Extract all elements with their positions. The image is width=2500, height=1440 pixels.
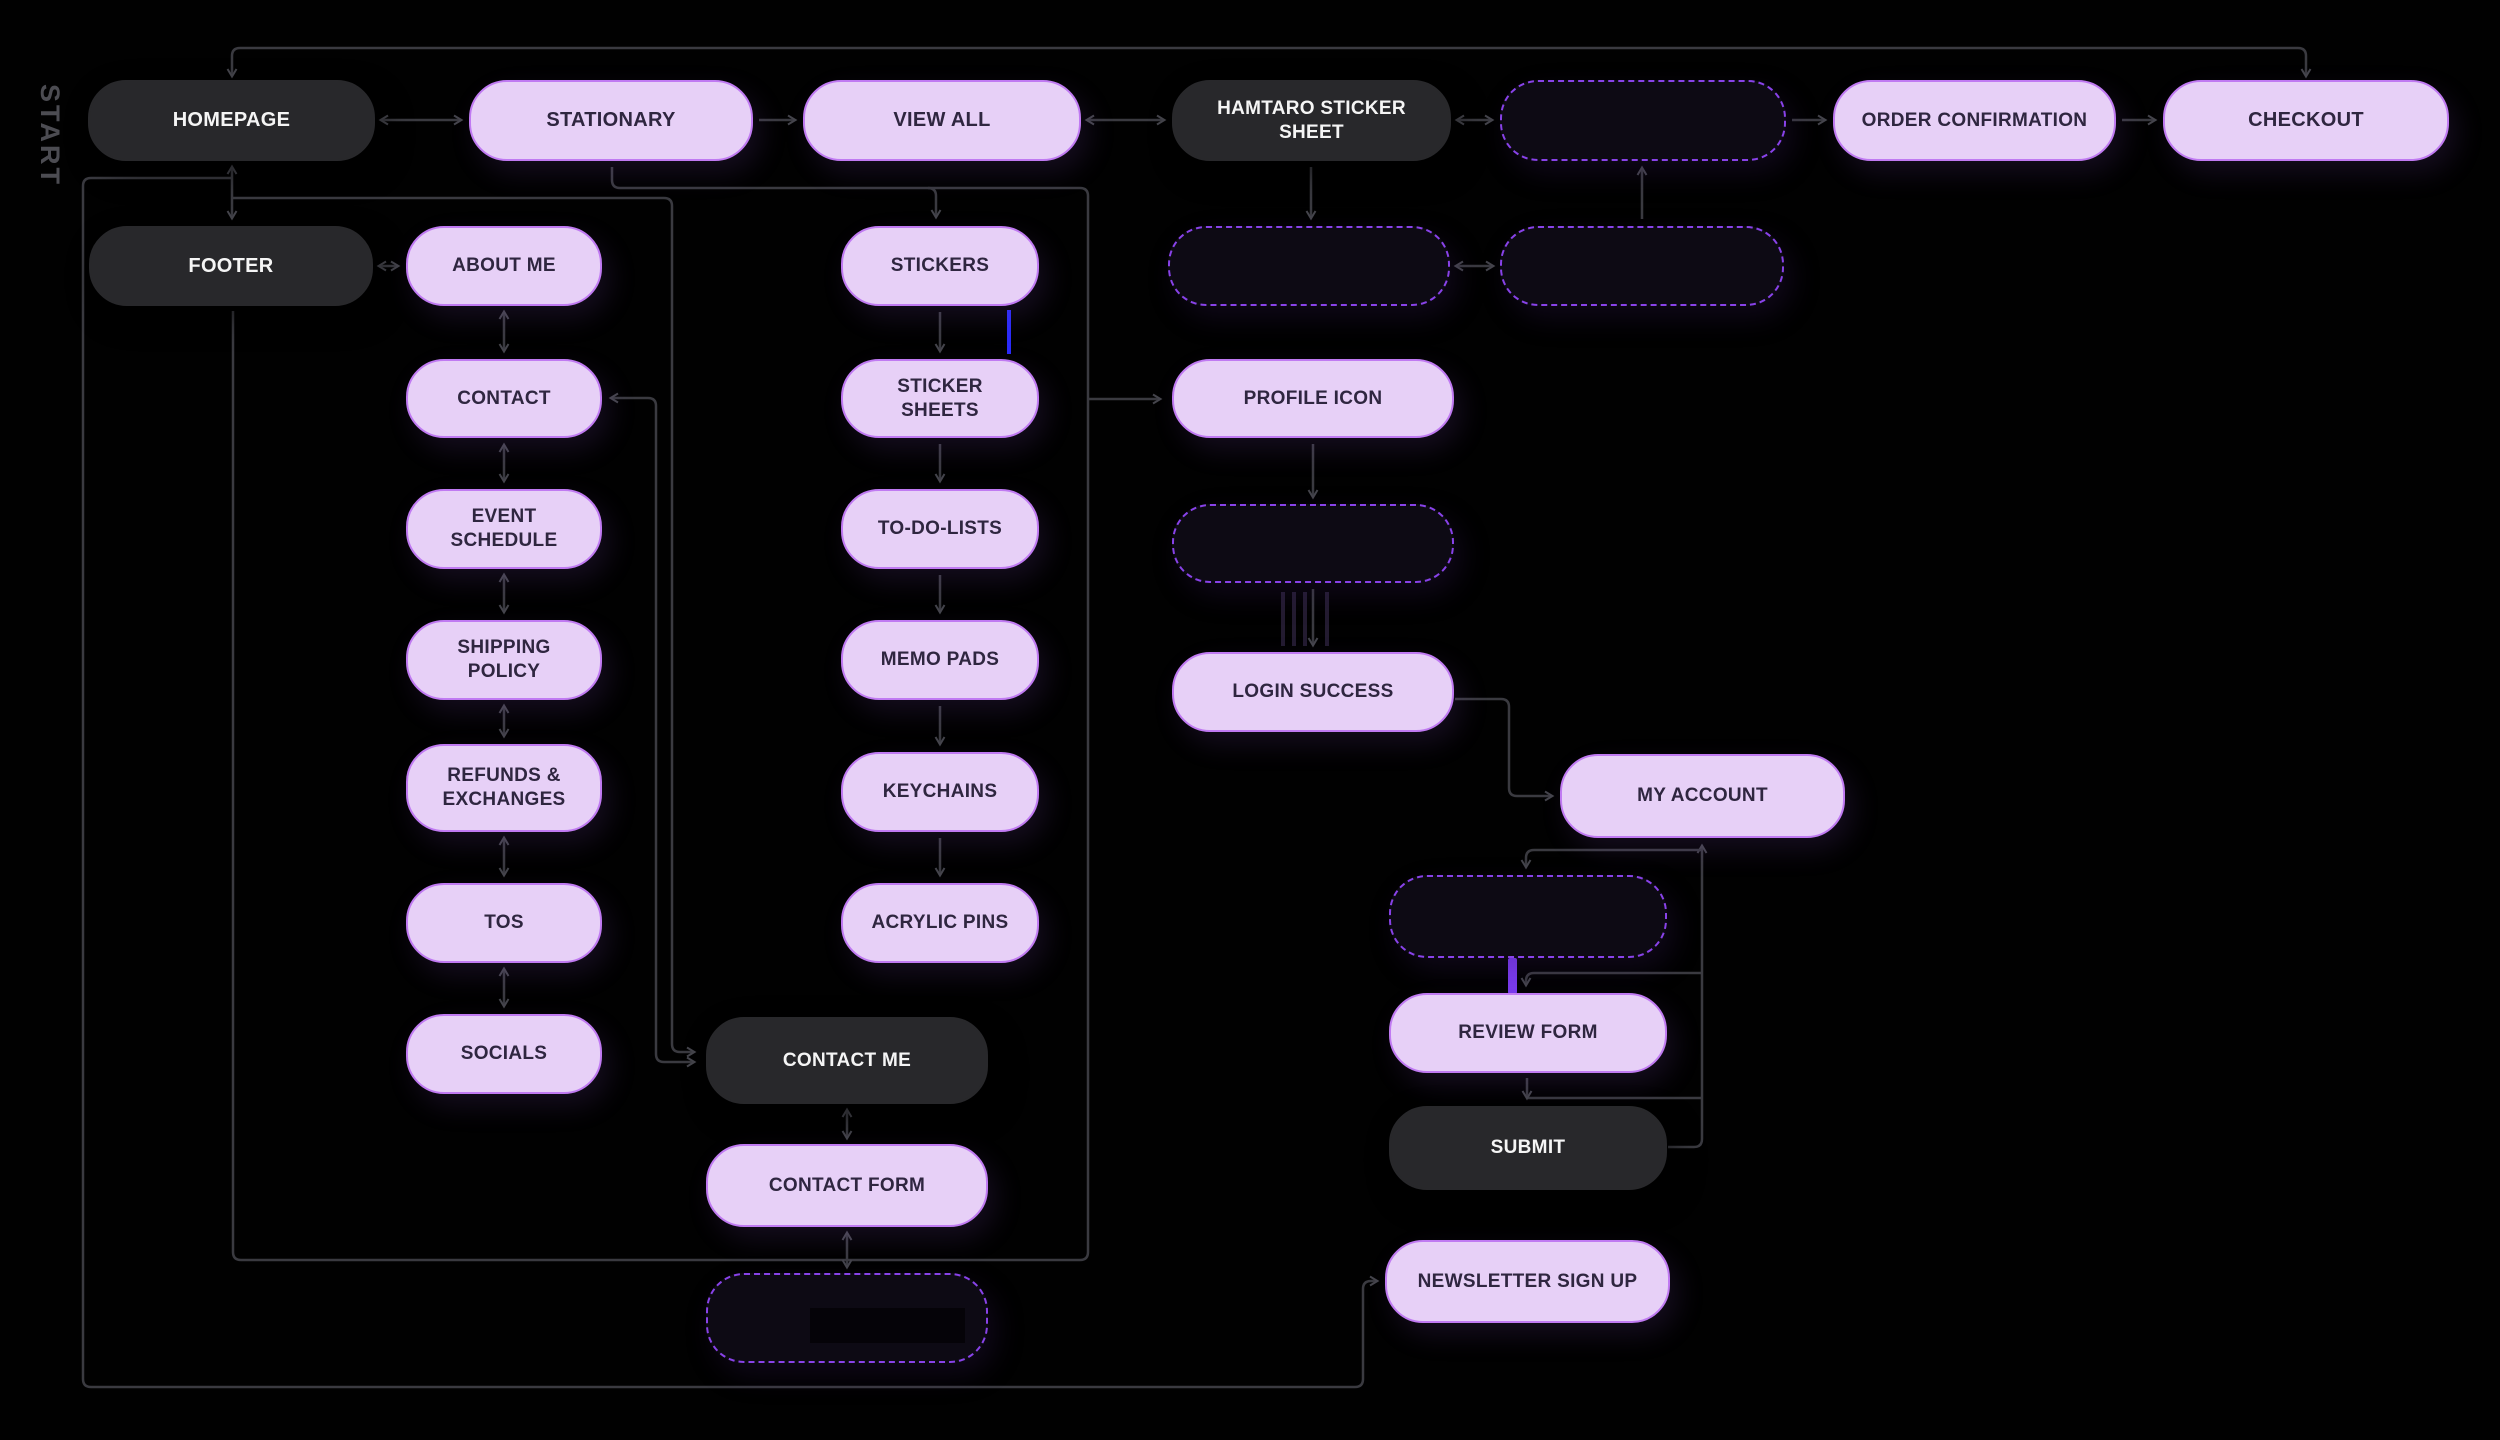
start-label: START — [35, 84, 65, 187]
node-login-success[interactable]: LOGIN SUCCESS — [1172, 652, 1454, 732]
node-contact-me[interactable]: CONTACT ME — [706, 1017, 988, 1104]
node-order-confirmation[interactable]: ORDER CONFIRMATION — [1833, 80, 2116, 161]
node-about-me[interactable]: ABOUT ME — [406, 226, 602, 306]
connector-checkout-homepage — [226, 46, 2312, 79]
ghost-strokes — [1281, 592, 1329, 646]
highlight-blue-segment — [1007, 310, 1011, 354]
node-footer[interactable]: FOOTER — [89, 226, 373, 306]
node-memo-pads[interactable]: MEMO PADS — [841, 620, 1039, 700]
node-event-schedule[interactable]: EVENT SCHEDULE — [406, 489, 602, 569]
node-acrylic-pins[interactable]: ACRYLIC PINS — [841, 883, 1039, 963]
node-sticker-sheets[interactable]: STICKER SHEETS — [841, 359, 1039, 438]
node-newsletter-sign-up[interactable]: NEWSLETTER SIGN UP — [1385, 1240, 1670, 1323]
node-view-all[interactable]: VIEW ALL — [803, 80, 1081, 161]
hidden-contact-inner-block — [810, 1308, 965, 1343]
connector-branch-reviewform — [1520, 971, 1702, 988]
node-homepage[interactable]: HOMEPAGE — [88, 80, 375, 161]
connector-contact-contactme — [608, 392, 697, 1068]
node-keychains[interactable]: KEYCHAINS — [841, 752, 1039, 832]
node-shipping-policy[interactable]: SHIPPING POLICY — [406, 620, 602, 700]
node-hidden-review[interactable] — [1389, 875, 1667, 958]
node-hidden-login[interactable] — [1172, 504, 1454, 583]
node-contact-form[interactable]: CONTACT FORM — [706, 1144, 988, 1227]
node-profile-icon[interactable]: PROFILE ICON — [1172, 359, 1454, 438]
node-my-account[interactable]: MY ACCOUNT — [1560, 754, 1845, 838]
node-checkout[interactable]: CHECKOUT — [2163, 80, 2449, 161]
connector-branch-hiddenreview — [1520, 848, 1702, 870]
highlight-purple-segment — [1508, 958, 1517, 994]
node-hamtaro-sticker-sheet[interactable]: HAMTARO STICKER SHEET — [1172, 80, 1451, 161]
connector-branch-stickers — [927, 186, 942, 220]
connector-loginsuccess-myaccount — [1455, 697, 1555, 802]
node-stationary[interactable]: STATIONARY — [469, 80, 753, 161]
node-refunds-exchanges[interactable]: REFUNDS & EXCHANGES — [406, 744, 602, 832]
node-contact[interactable]: CONTACT — [406, 359, 602, 438]
node-hidden-left[interactable] — [1168, 226, 1450, 306]
node-submit[interactable]: SUBMIT — [1389, 1106, 1667, 1190]
connector-stationary-loop — [231, 167, 1090, 1262]
node-socials[interactable]: SOCIALS — [406, 1014, 602, 1094]
node-stickers[interactable]: STICKERS — [841, 226, 1039, 306]
node-hidden-top[interactable] — [1500, 80, 1786, 161]
node-to-do-lists[interactable]: TO-DO-LISTS — [841, 489, 1039, 569]
connector-homepage-newsletter — [81, 176, 1380, 1389]
node-tos[interactable]: TOS — [406, 883, 602, 963]
node-hidden-right[interactable] — [1500, 226, 1784, 306]
connector-submit-myaccount — [1668, 843, 1708, 1149]
node-review-form[interactable]: REVIEW FORM — [1389, 993, 1667, 1073]
